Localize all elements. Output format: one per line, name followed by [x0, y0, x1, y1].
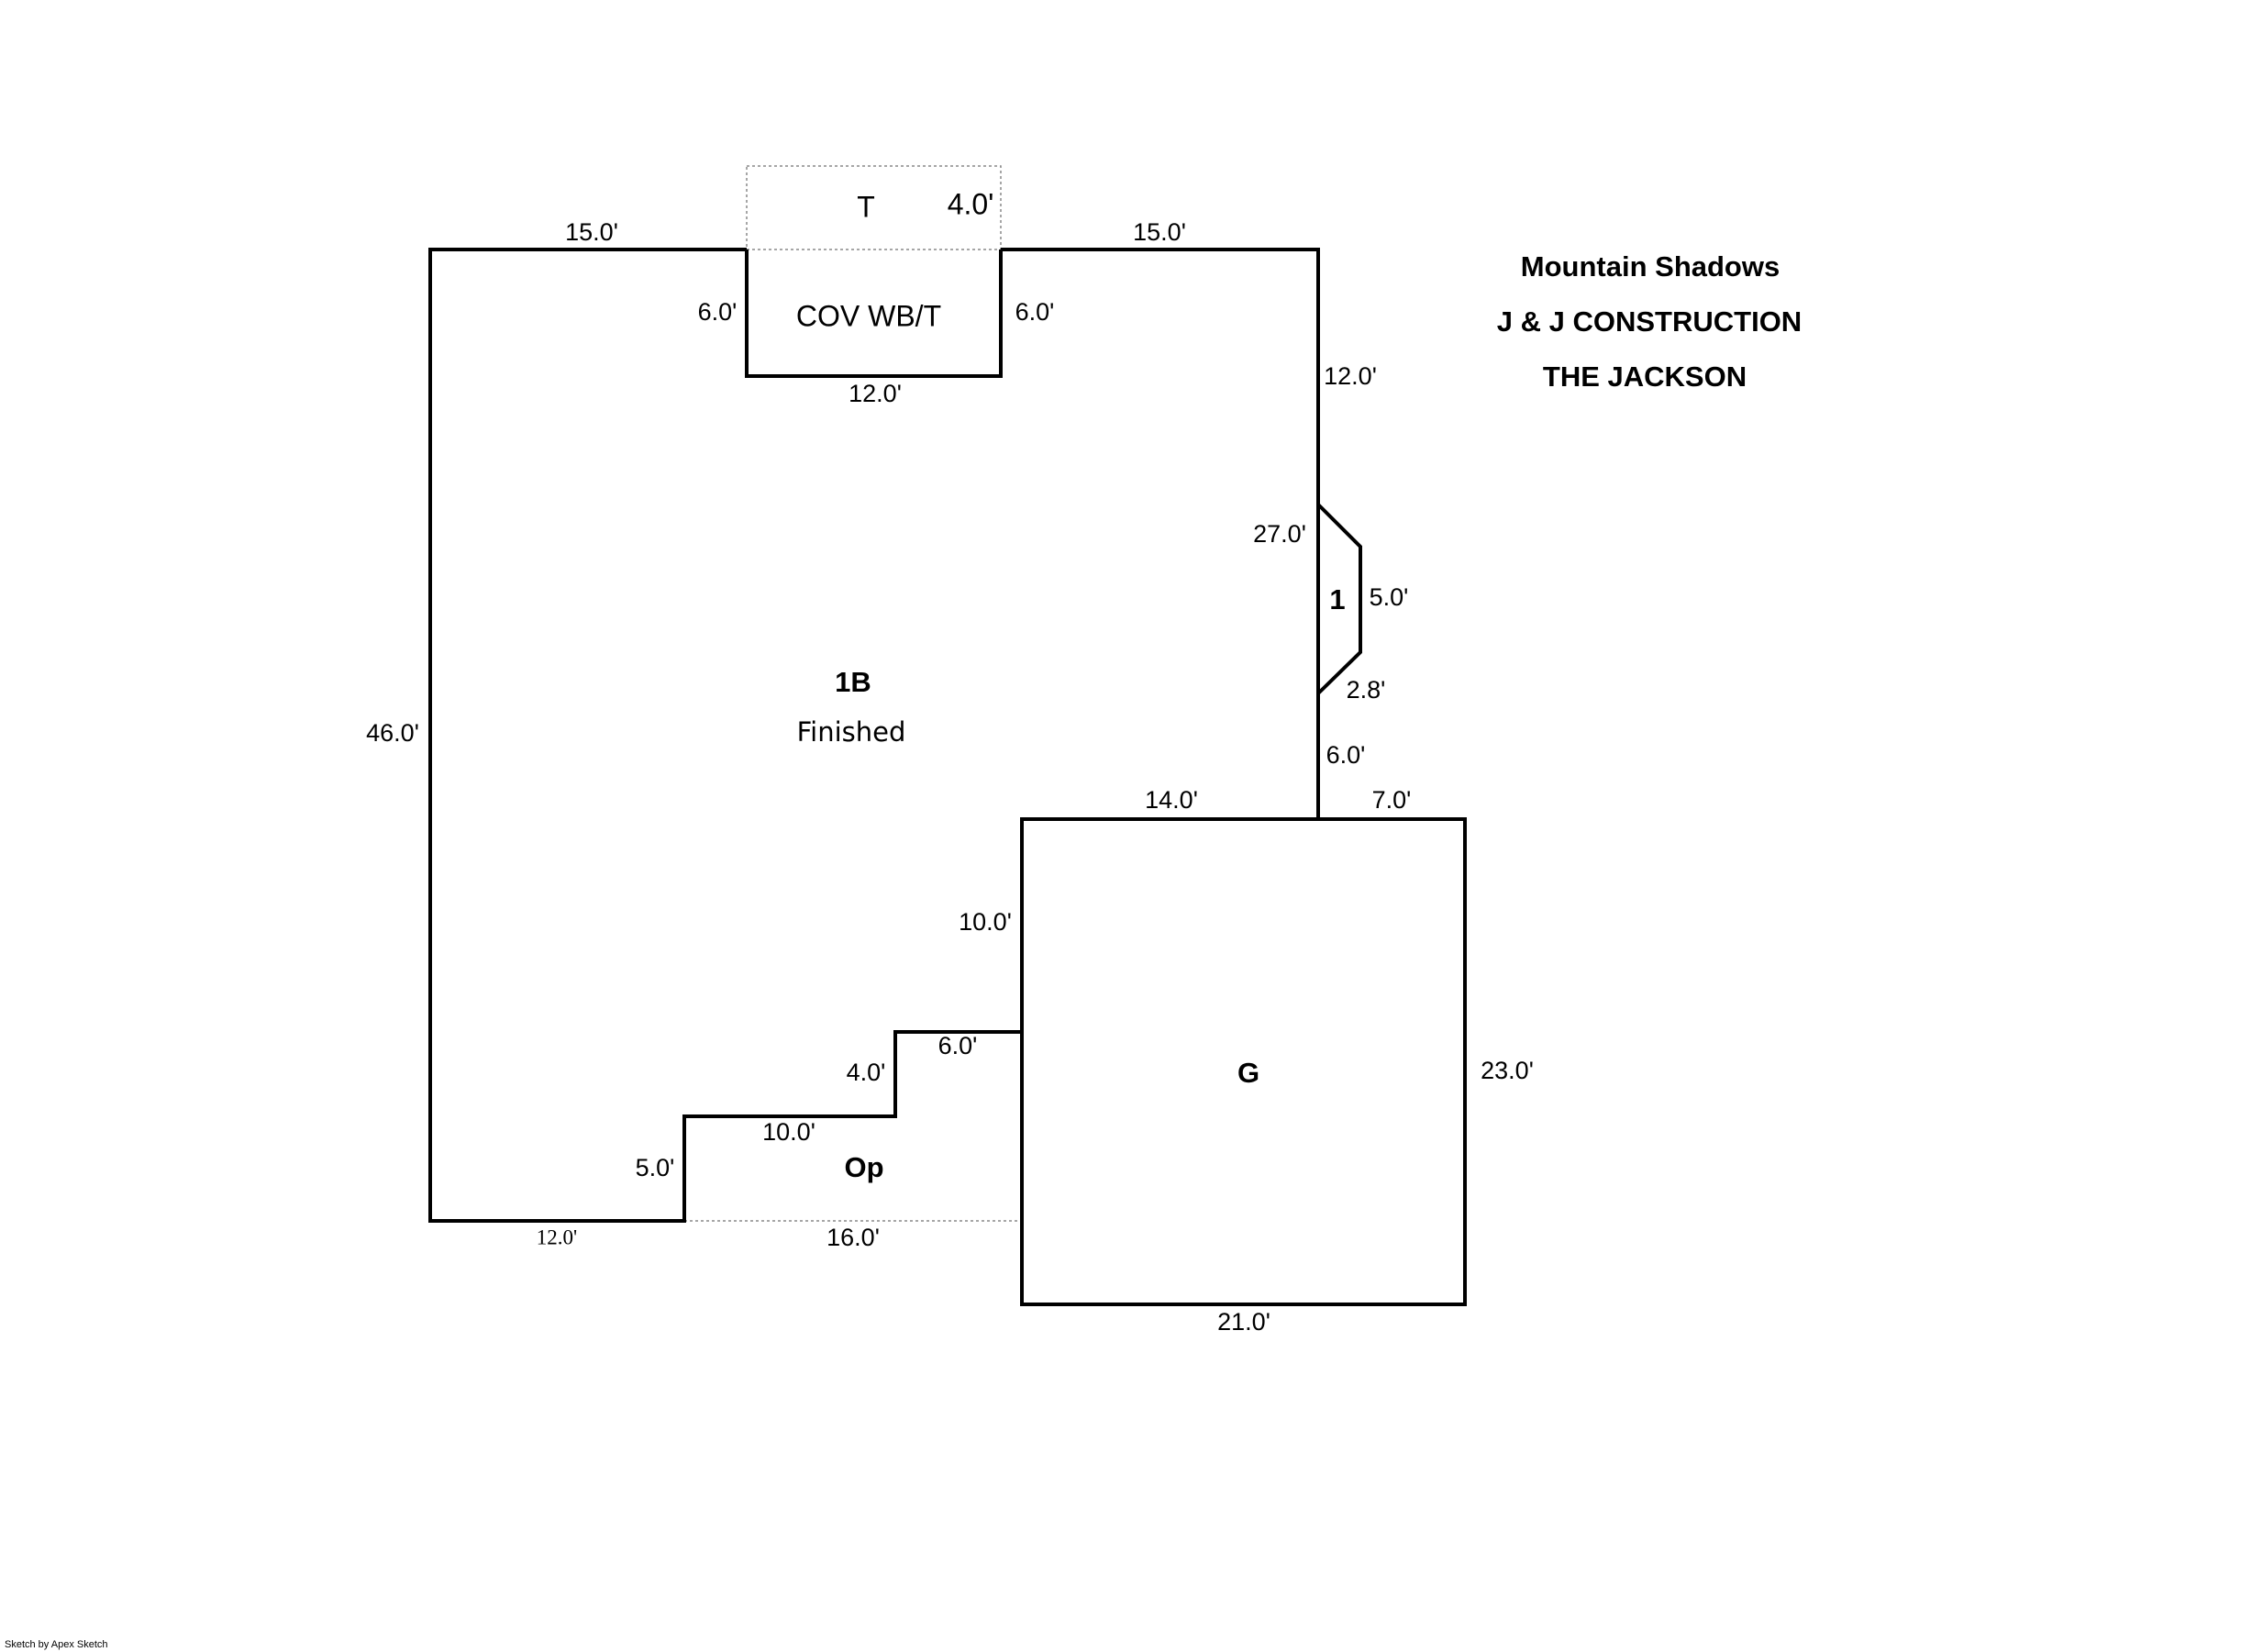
dim-cov-left: 6.0' [698, 298, 738, 326]
dim-top-right: 15.0' [1133, 218, 1186, 246]
footer-credit: Sketch by Apex Sketch [5, 1639, 108, 1650]
covered-area-label: COV WB/T [796, 299, 941, 332]
dim-porch-bottom: 16.0' [826, 1224, 880, 1251]
garage-label: G [1237, 1057, 1259, 1089]
main-area-code: 1B [835, 666, 871, 698]
garage-outline [1020, 817, 1467, 1306]
dim-garage-bottom: 21.0' [1217, 1308, 1270, 1336]
dim-garage-top-left: 14.0' [1145, 786, 1198, 814]
dim-cov-bottom: 12.0' [849, 380, 902, 407]
title-subdivision: Mountain Shadows [1521, 250, 1780, 283]
dim-terrace-depth: 4.0' [948, 187, 994, 220]
bay-label: 1 [1329, 583, 1345, 615]
dim-bottom-left: 12.0' [537, 1225, 577, 1248]
porch-label: Op [844, 1151, 883, 1183]
dim-cov-right: 6.0' [1015, 298, 1055, 326]
covered-area-outline [745, 249, 1003, 378]
terrace-label: T [857, 190, 875, 223]
dim-left-wall: 46.0' [366, 719, 419, 747]
title-builder: J & J CONSTRUCTION [1497, 305, 1802, 338]
dim-garage-top-right: 7.0' [1372, 786, 1412, 814]
dim-step-upper-run: 6.0' [938, 1032, 978, 1059]
dim-garage-left: 10.0' [959, 908, 1012, 936]
main-area-description: Finished [797, 716, 906, 748]
dim-garage-right: 23.0' [1481, 1057, 1534, 1084]
main-floor-right-wall [1001, 248, 1320, 819]
dim-step-upper-rise: 4.0' [847, 1059, 886, 1086]
dim-right-lower: 6.0' [1326, 741, 1366, 769]
dim-right-upper: 12.0' [1324, 362, 1377, 390]
terrace-outline [746, 165, 1002, 250]
title-model: THE JACKSON [1543, 360, 1747, 393]
bay-outline [1316, 503, 1362, 695]
dim-bay-top: 27.0' [1253, 520, 1306, 548]
dim-step-lower-rise: 5.0' [636, 1154, 675, 1181]
dim-bay-side: 5.0' [1370, 583, 1409, 611]
dim-step-lower-run: 10.0' [762, 1118, 815, 1146]
dim-top-left: 15.0' [565, 218, 618, 246]
dim-bay-bottom: 2.8' [1347, 676, 1386, 704]
main-floor-outline [428, 248, 1022, 1223]
